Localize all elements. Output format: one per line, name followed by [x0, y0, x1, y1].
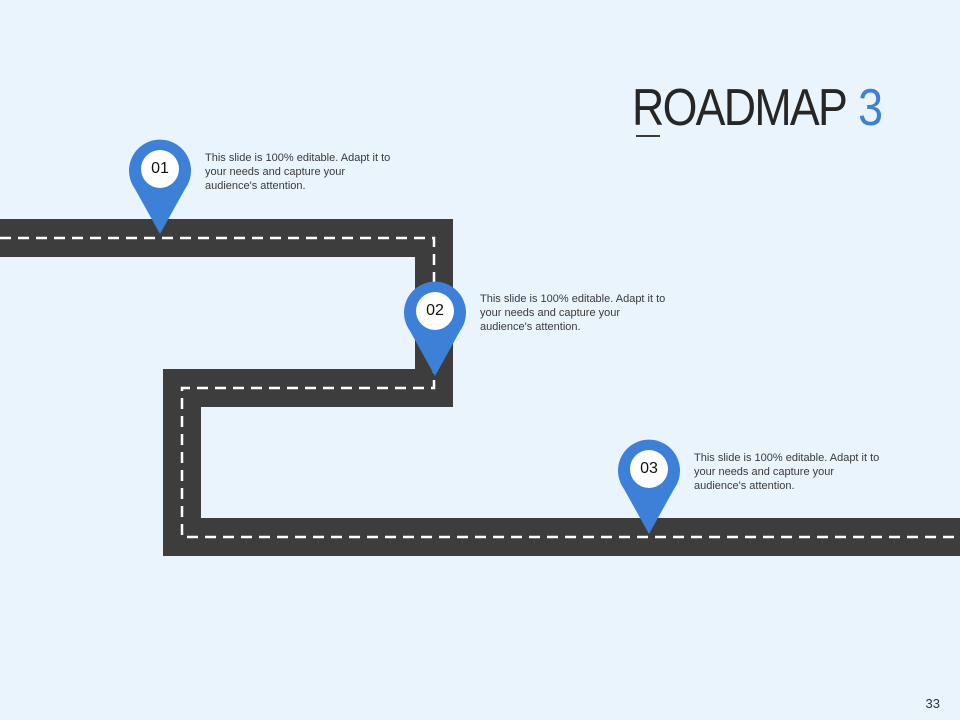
milestone-label: 03 — [640, 460, 658, 477]
map-pin-icon — [404, 281, 466, 376]
lane-marking — [0, 236, 960, 539]
milestone-pin-02: 02 — [404, 280, 466, 378]
title-number: 3 — [858, 79, 883, 137]
map-pin-icon — [129, 139, 191, 234]
milestone-description-02: This slide is 100% editable. Adapt it to… — [480, 293, 666, 333]
milestone-description-01: This slide is 100% editable. Adapt it to… — [205, 152, 391, 192]
milestone-label: 02 — [426, 302, 444, 319]
milestone-label: 01 — [151, 160, 169, 177]
title-word: ROADMAP — [632, 79, 848, 137]
milestone-description-03: This slide is 100% editable. Adapt it to… — [694, 452, 880, 492]
milestone-pin-03: 03 — [618, 438, 680, 536]
title-underline — [636, 135, 660, 137]
map-pin-icon — [618, 439, 680, 534]
page-number: 33 — [925, 696, 940, 711]
milestone-pin-01: 01 — [129, 138, 191, 236]
